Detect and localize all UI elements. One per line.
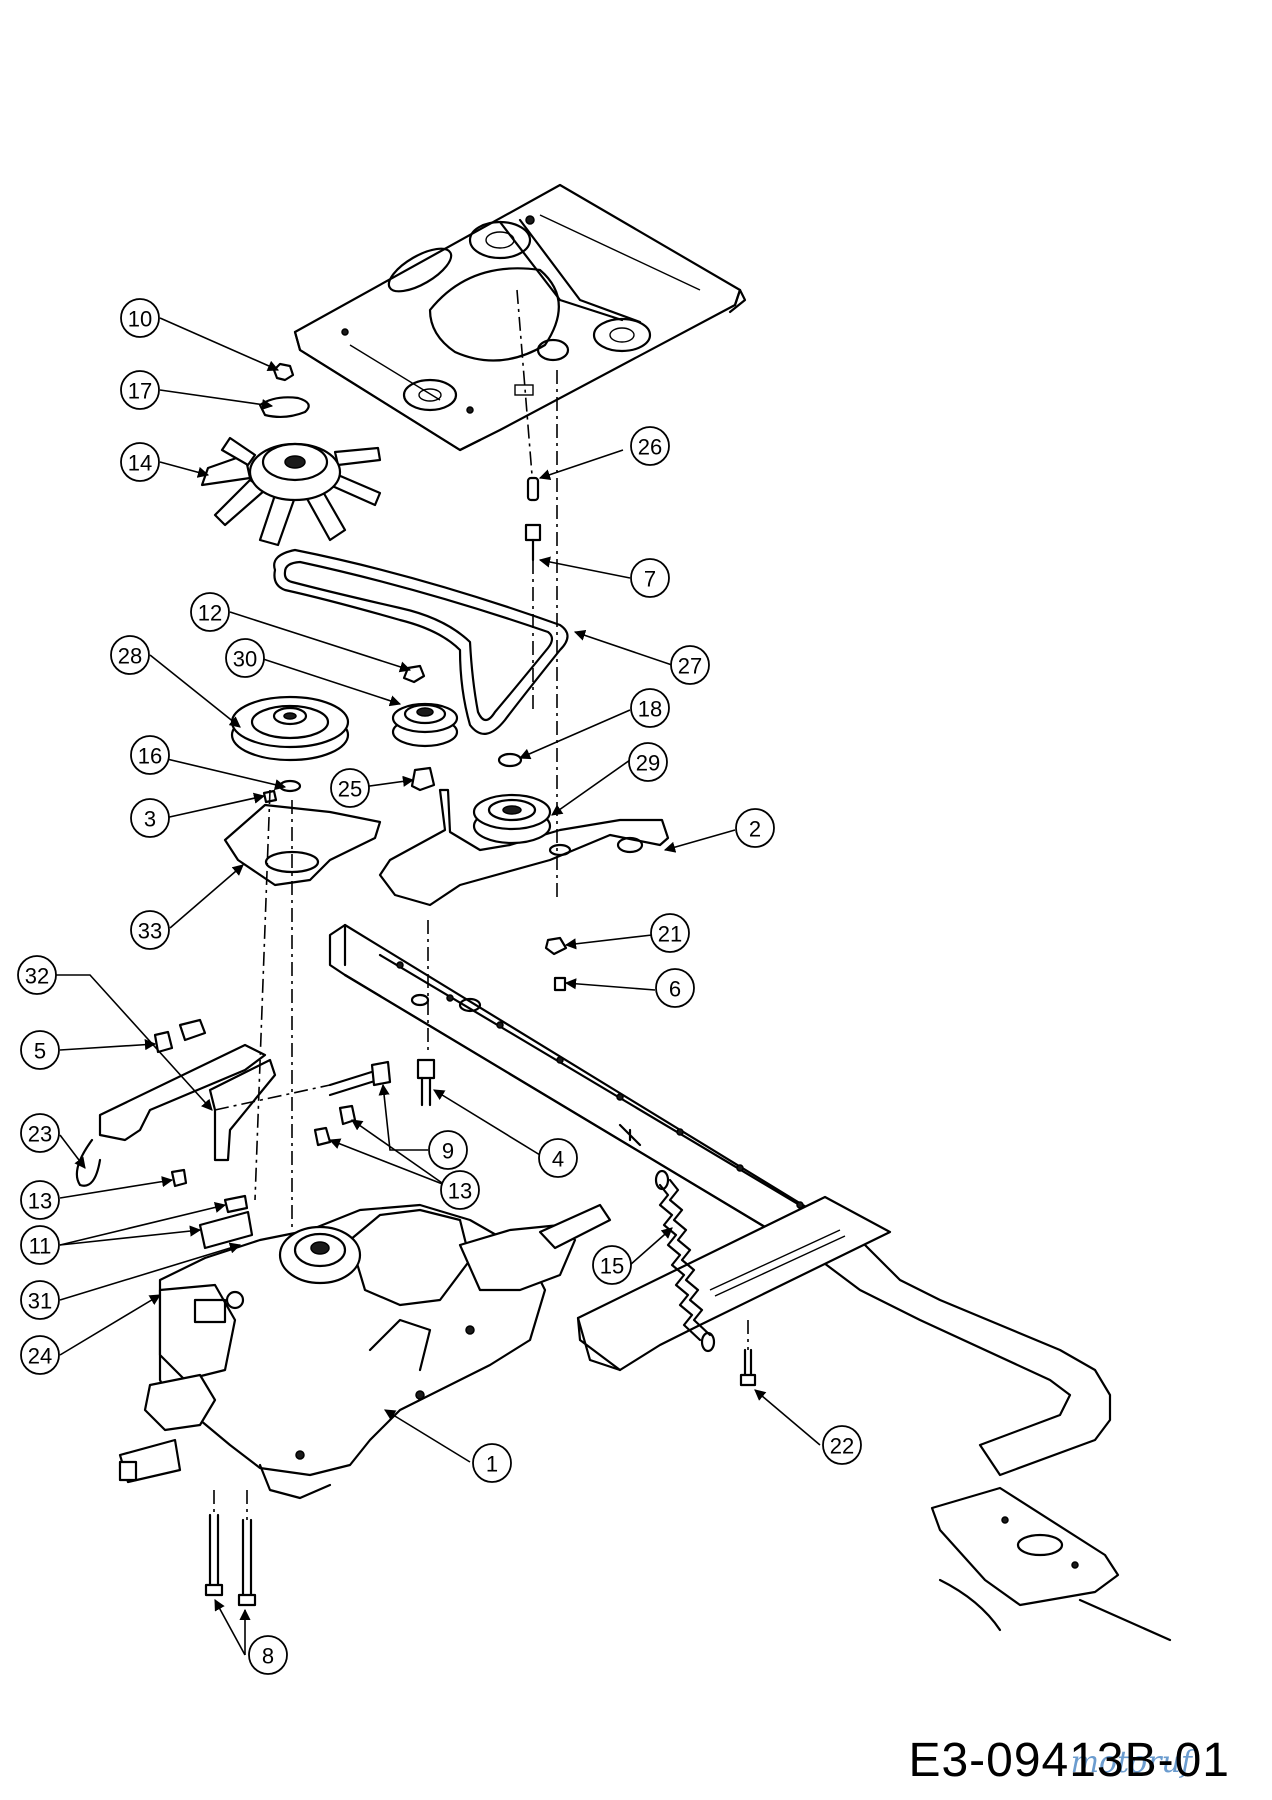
watermark-logo: motoruf — [1070, 1745, 1192, 1780]
callout: 9 — [428, 1130, 468, 1170]
callout: 32 — [17, 955, 57, 995]
svg-text:12: 12 — [198, 601, 222, 626]
bolts-middle — [170, 1058, 436, 1188]
callout: 8 — [248, 1635, 288, 1675]
idler-pulley-upper — [391, 664, 459, 748]
svg-text:16: 16 — [138, 744, 162, 769]
callout: 24 — [20, 1335, 60, 1375]
callout: 14 — [120, 442, 160, 482]
svg-text:11: 11 — [29, 1234, 52, 1259]
svg-text:28: 28 — [118, 644, 142, 669]
svg-text:14: 14 — [128, 451, 152, 476]
svg-text:9: 9 — [442, 1139, 454, 1164]
callout: 15 — [592, 1245, 632, 1285]
svg-text:24: 24 — [28, 1344, 52, 1369]
callout: 27 — [670, 645, 710, 685]
svg-text:23: 23 — [28, 1122, 52, 1147]
callout: 21 — [650, 913, 690, 953]
callout: 12 — [190, 592, 230, 632]
svg-text:30: 30 — [233, 647, 257, 672]
callout: 16 — [130, 735, 170, 775]
callout: 28 — [110, 635, 150, 675]
belt-guide — [223, 803, 382, 887]
callout: 22 — [822, 1425, 862, 1465]
callout: 33 — [130, 910, 170, 950]
callout: 7 — [630, 558, 670, 598]
callout: 18 — [630, 688, 670, 728]
cross-member — [576, 1195, 892, 1372]
svg-text:7: 7 — [644, 567, 656, 592]
svg-text:22: 22 — [830, 1434, 854, 1459]
callout: 5 — [20, 1030, 60, 1070]
svg-text:27: 27 — [678, 654, 702, 679]
callout: 26 — [630, 426, 670, 466]
callout: 23 — [20, 1113, 60, 1153]
deck-plate — [293, 183, 747, 452]
svg-text:8: 8 — [262, 1644, 274, 1669]
long-bolts — [204, 1348, 757, 1607]
svg-text:21: 21 — [658, 922, 682, 947]
transmission — [118, 1194, 612, 1500]
svg-text:29: 29 — [636, 751, 660, 776]
svg-text:31: 31 — [28, 1289, 52, 1314]
callout: 13 — [440, 1170, 480, 1210]
svg-text:18: 18 — [638, 697, 662, 722]
callout: 10 — [120, 298, 160, 338]
tension-spring — [654, 1169, 716, 1353]
svg-text:17: 17 — [128, 379, 152, 404]
fan-assembly — [200, 362, 382, 547]
callout: 1 — [472, 1443, 512, 1483]
rear-bracket — [930, 1486, 1172, 1642]
svg-text:2: 2 — [749, 817, 761, 842]
main-frame — [328, 923, 1112, 1477]
svg-text:13: 13 — [28, 1189, 52, 1214]
control-bracket — [75, 1018, 277, 1187]
svg-text:6: 6 — [669, 977, 681, 1002]
callout: 3 — [130, 798, 170, 838]
svg-text:25: 25 — [338, 777, 362, 802]
svg-text:33: 33 — [138, 919, 162, 944]
svg-text:26: 26 — [638, 435, 662, 460]
callout: 4 — [538, 1138, 578, 1178]
callout: 11 — [20, 1225, 60, 1265]
drawing-code: E3-09413B-01 — [908, 1734, 1230, 1787]
svg-text:4: 4 — [552, 1147, 564, 1172]
svg-text:32: 32 — [25, 964, 49, 989]
callout-leaders — [52, 317, 821, 1656]
callout: 2 — [735, 808, 775, 848]
pulley-large — [230, 695, 350, 762]
svg-text:5: 5 — [34, 1039, 46, 1064]
callout: 17 — [120, 370, 160, 410]
callout: 29 — [628, 742, 668, 782]
idler-arm — [378, 788, 670, 992]
callout: 30 — [225, 638, 265, 678]
svg-text:3: 3 — [144, 807, 156, 832]
svg-text:13: 13 — [448, 1179, 472, 1204]
callout: 31 — [20, 1280, 60, 1320]
callout: 25 — [330, 768, 370, 808]
callout: 6 — [655, 968, 695, 1008]
svg-text:15: 15 — [600, 1254, 624, 1279]
callouts: 10 17 14 26 7 12 30 27 28 18 16 25 29 3 … — [17, 298, 862, 1675]
v-belt — [273, 548, 569, 735]
callout: 13 — [20, 1180, 60, 1220]
svg-text:10: 10 — [128, 307, 152, 332]
svg-text:1: 1 — [486, 1452, 498, 1477]
